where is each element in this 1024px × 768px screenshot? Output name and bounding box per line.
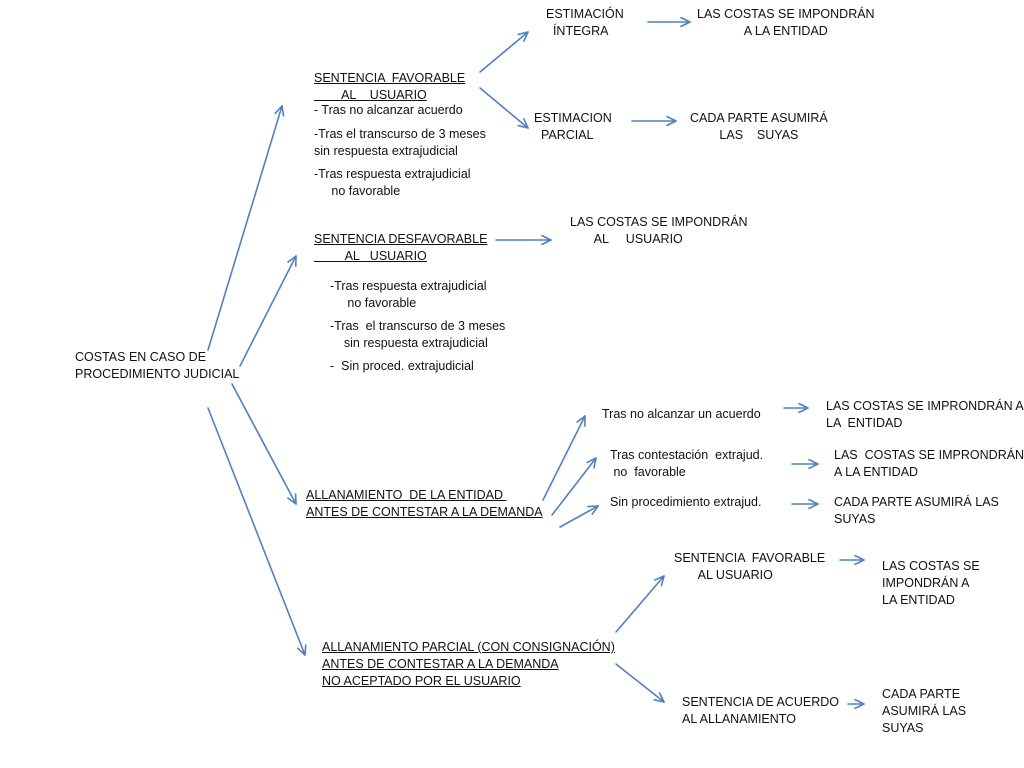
- arrow-root-to-parcial: [207, 407, 307, 656]
- allanamiento-case-3-result: CADA PARTE ASUMIRÁ LAS SUYAS: [834, 495, 999, 526]
- desfavorable-reason-2: -Tras el transcurso de 3 meses sin respu…: [330, 319, 506, 350]
- arrow-parcial-to-favorable: [615, 575, 665, 633]
- arrow-root-to-favorable: [207, 105, 285, 351]
- arrow-root-to-allanamiento: [231, 383, 297, 505]
- allanamiento-case-2-result: LAS COSTAS SE IMPRONDRÁN A LA ENTIDAD: [834, 448, 1024, 479]
- parcial-favorable: SENTENCIA FAVORABLE AL USUARIO: [674, 551, 826, 582]
- arrow-parcial-to-result: [631, 115, 677, 127]
- estimacion-integra: ESTIMACIÓN ÍNTEGRA: [546, 7, 624, 38]
- favorable-reason-1: - Tras no alcanzar acuerdo: [314, 103, 463, 117]
- parcial-acuerdo-result: CADA PARTE ASUMIRÁ LAS SUYAS: [882, 687, 967, 735]
- arrow-parcial-to-acuerdo: [615, 663, 665, 703]
- allanamiento-case-3: Sin procedimiento extrajud.: [610, 495, 762, 509]
- allanamiento-title: ALLANAMIENTO DE LA ENTIDAD ANTES DE CONT…: [306, 488, 543, 519]
- arrow-allanamiento-to-case-1: [542, 415, 586, 501]
- parcial-favorable-result: LAS COSTAS SE IMPONDRÁN A LA ENTIDAD: [882, 559, 980, 607]
- arrow-integra-to-result: [647, 16, 691, 28]
- arrow-parcial-acuerdo-result: [847, 698, 865, 710]
- arrow-allanamiento-to-case-2: [551, 457, 597, 516]
- arrow-desfavorable-to-result: [495, 234, 552, 246]
- favorable-reason-2: -Tras el transcurso de 3 meses sin respu…: [314, 127, 486, 158]
- arrow-allanamiento-to-case-3: [559, 505, 599, 528]
- arrow-root-to-desfavorable: [239, 255, 297, 367]
- arrow-favorable-to-integra: [479, 31, 529, 73]
- arrow-favorable-to-parcial: [479, 87, 529, 129]
- arrow-parcial-favorable-result: [839, 554, 865, 566]
- favorable-title: SENTENCIA FAVORABLE AL USUARIO: [314, 71, 466, 102]
- favorable-reason-3: -Tras respuesta extrajudicial no favorab…: [314, 167, 471, 198]
- desfavorable-reason-1: -Tras respuesta extrajudicial no favorab…: [330, 279, 487, 310]
- desfavorable-reason-3: - Sin proced. extrajudicial: [330, 359, 474, 373]
- arrow-case-1-to-result: [783, 402, 809, 414]
- parcial-result: CADA PARTE ASUMIRÁ LAS SUYAS: [690, 111, 828, 142]
- root-node: COSTAS EN CASO DE PROCEDIMIENTO JUDICIAL: [75, 350, 240, 381]
- parcial-acuerdo: SENTENCIA DE ACUERDO AL ALLANAMIENTO: [682, 695, 839, 726]
- estimacion-parcial: ESTIMACION PARCIAL: [534, 111, 612, 142]
- integra-result: LAS COSTAS SE IMPONDRÁN A LA ENTIDAD: [697, 7, 875, 38]
- arrow-case-3-to-result: [791, 498, 819, 510]
- desfavorable-result: LAS COSTAS SE IMPONDRÁN AL USUARIO: [570, 215, 748, 246]
- arrow-case-2-to-result: [791, 458, 819, 470]
- allanamiento-case-1: Tras no alcanzar un acuerdo: [602, 407, 761, 421]
- allanamiento-case-2: Tras contestación extrajud. no favorable: [610, 448, 764, 479]
- allanamiento-case-1-result: LAS COSTAS SE IMPRONDRÁN A LA ENTIDAD: [826, 399, 1024, 430]
- parcial-consignacion-title: ALLANAMIENTO PARCIAL (CON CONSIGNACIÓN) …: [322, 640, 615, 688]
- desfavorable-title: SENTENCIA DESFAVORABLE AL USUARIO: [314, 232, 488, 263]
